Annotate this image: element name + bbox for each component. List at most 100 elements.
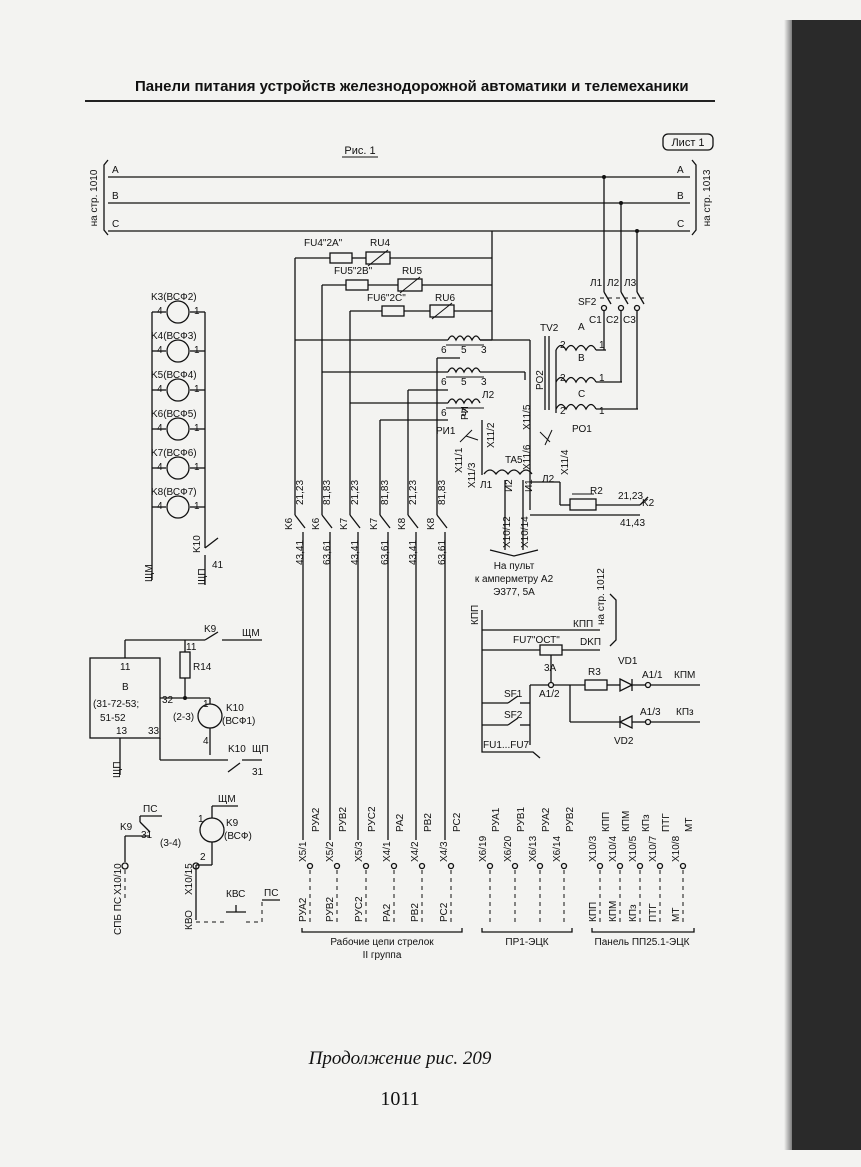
sf2-name: SF2 bbox=[578, 297, 597, 308]
x11-2-label: X11/2 bbox=[486, 422, 497, 448]
kvo-label: КВО bbox=[184, 910, 195, 930]
contact-relay-label: K8 bbox=[426, 517, 437, 530]
sheet-badge: Лист 1 bbox=[671, 137, 704, 149]
fuse-fu6-label: FU6"2C" bbox=[367, 293, 406, 304]
lower-label: ПТГ bbox=[648, 903, 659, 922]
k2-contact bbox=[639, 496, 649, 506]
contact-top-label: 81,83 bbox=[380, 480, 391, 505]
terminal-label: X5/3 bbox=[354, 841, 365, 862]
upper-label: РУВ2 bbox=[565, 807, 576, 832]
upper-label: РУА2 bbox=[311, 807, 322, 832]
winding-1 bbox=[447, 335, 481, 342]
page-header-title: Панели питания устройств железнодорожной… bbox=[135, 78, 689, 95]
winding-t6: 6 bbox=[441, 345, 447, 356]
k9-ps: ПС bbox=[143, 804, 157, 815]
kpm-label: КПМ bbox=[674, 670, 695, 681]
group-bracket bbox=[301, 928, 463, 933]
sf2-l3: Л3 bbox=[624, 278, 637, 289]
k2-label: K2 bbox=[642, 498, 655, 509]
relay-contact bbox=[407, 514, 419, 529]
a13-label: A1/3 bbox=[640, 707, 661, 718]
tv2-phase-c: C bbox=[578, 389, 585, 400]
lower-label: РА2 bbox=[382, 903, 393, 922]
upper-label: РВ2 bbox=[423, 813, 434, 832]
x11-1-label: X11/1 bbox=[454, 447, 465, 473]
group3-label: Панель ПП25.1-ЭЦК bbox=[595, 937, 690, 948]
upper-label: РУВ2 bbox=[338, 807, 349, 832]
fuse-fu4 bbox=[329, 252, 353, 264]
ta5-label: TA5 bbox=[505, 455, 523, 466]
contact-bottom-label: 63,61 bbox=[322, 540, 333, 565]
winding-t6: 6 bbox=[441, 377, 447, 388]
contact-top-label: 21,23 bbox=[350, 480, 361, 505]
contact-bottom-label: 63,61 bbox=[380, 540, 391, 565]
lower-label: КПП bbox=[588, 902, 599, 922]
block-b-pin-11: 11 bbox=[120, 662, 131, 673]
sf2-l1: Л1 bbox=[590, 278, 603, 289]
lower-label: КПз bbox=[628, 904, 639, 922]
relay-contact bbox=[349, 514, 361, 529]
label-3a: 3A bbox=[544, 663, 557, 674]
x10-15-label: X10/15 bbox=[184, 863, 195, 895]
upper-label: РА2 bbox=[395, 813, 406, 832]
ta5-i1: И1 bbox=[524, 479, 535, 492]
k9-coil-pin-2: 2 bbox=[200, 852, 206, 863]
relay-name: K5(ВСФ4) bbox=[151, 370, 197, 381]
upper-label: РУВ1 bbox=[516, 807, 527, 832]
k9-contact bbox=[139, 821, 151, 833]
winding-t6: 6 bbox=[441, 408, 447, 419]
tv2-coil-a bbox=[555, 344, 597, 352]
tv2-pin: 1 bbox=[599, 373, 605, 384]
terminal bbox=[486, 862, 494, 870]
contact-top-label: 81,83 bbox=[437, 480, 448, 505]
relay-name: K7(ВСФ6) bbox=[151, 448, 197, 459]
a12-label: A1/2 bbox=[539, 689, 560, 700]
lower-label: РУА2 bbox=[298, 897, 309, 922]
winding-group: 6 5 3 6 5 3 6 5 Л2 bbox=[295, 335, 530, 480]
x10-10-label: X10/10 bbox=[113, 863, 124, 895]
terminal bbox=[679, 862, 687, 870]
kvs-ps: ПС bbox=[264, 888, 278, 899]
k10-pin-4: 4 bbox=[203, 736, 209, 747]
a11-label: A1/1 bbox=[642, 670, 663, 681]
relay-coil bbox=[166, 417, 190, 441]
terminal-label: X6/19 bbox=[478, 835, 489, 862]
block-b-name: B bbox=[122, 682, 129, 693]
sf2-c1: C1 bbox=[589, 315, 602, 326]
varistor-slash bbox=[399, 276, 421, 294]
upper-label: КПП bbox=[601, 812, 612, 832]
k10b-label: K10 bbox=[228, 744, 246, 755]
terminal bbox=[656, 862, 664, 870]
relay-coil bbox=[166, 300, 190, 324]
fuse-fu6 bbox=[381, 305, 405, 317]
winding-t3: 3 bbox=[481, 345, 487, 356]
block-b-pin-13: 13 bbox=[116, 726, 128, 737]
relay-coil bbox=[166, 378, 190, 402]
lower-label: КПМ bbox=[608, 901, 619, 922]
terminal bbox=[362, 862, 370, 870]
bus-label-c-right: C bbox=[677, 219, 684, 230]
terminal bbox=[511, 862, 519, 870]
kpp-block: КПП на стр. 1012 КПП FU7"ОСТ" DKП 3A A1/… bbox=[470, 568, 700, 759]
k2-contact-top: 21,23 bbox=[618, 491, 643, 502]
terminal-a1-1 bbox=[644, 681, 652, 689]
bottom-terminal-groups: X5/1РУА2РУА2X5/2РУВ2РУВ2X5/3РУС2РУС2X4/1… bbox=[298, 806, 695, 961]
k9-label: K9 bbox=[204, 624, 217, 635]
figure-caption: Продолжение рис. 209 bbox=[308, 1048, 492, 1069]
tv2-pin: 2 bbox=[560, 406, 566, 417]
upper-label: МТ bbox=[684, 818, 695, 832]
varistor-ru4-label: RU4 bbox=[370, 238, 390, 249]
ri-label: РИ bbox=[460, 406, 471, 420]
pult-arrow bbox=[489, 549, 539, 557]
sf2-c2: C2 bbox=[606, 315, 619, 326]
group2-label: ПР1-ЭЦК bbox=[505, 937, 548, 948]
page-number: 1011 bbox=[380, 1088, 420, 1110]
block-b-pin-32: 32 bbox=[162, 695, 174, 706]
relay-contact-columns: K621,2343,41K681,8363,61K721,2343,41K781… bbox=[284, 480, 448, 840]
group-bracket bbox=[591, 928, 695, 933]
kpz-label: КПз bbox=[676, 707, 694, 718]
ri1-label: РИ1 bbox=[436, 426, 456, 437]
transformer-tv2: TV2 A 2 1 B 2 1 C 2 1 Л1 Л2 Л3 SF2 C1 bbox=[540, 177, 646, 417]
